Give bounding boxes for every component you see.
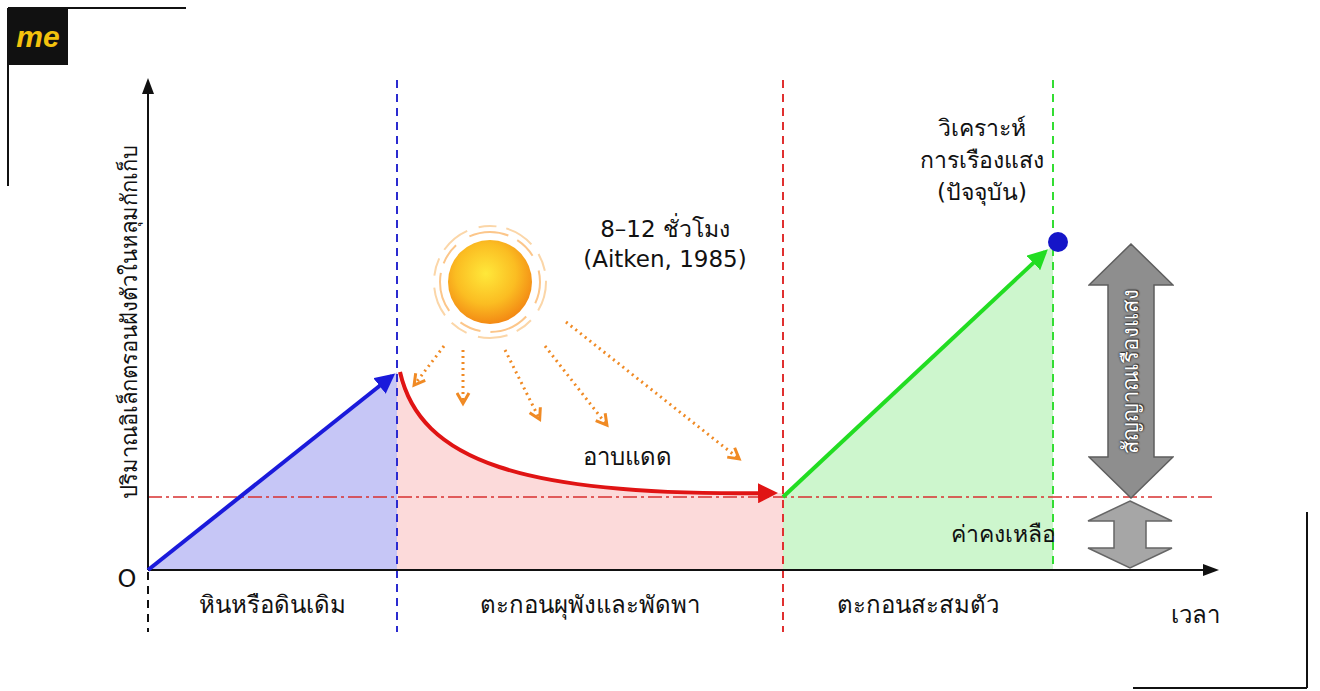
sunlight-arrow [415,322,738,458]
measurement-dot [1048,232,1068,252]
measurement-note: วิเคราะห์ การเรืองแสง (ปัจจุบัน) [862,112,1102,209]
stage-label: ตะกอนสะสมตัว [837,590,999,621]
stage-label: หินหรือดินเดิม [199,590,346,621]
transport-region [397,372,783,570]
logo-text: me [16,19,59,55]
origin-label: O [118,564,137,595]
rock-region [148,372,397,570]
accumulation-arrow [148,376,392,570]
stage-label: ตะกอนผุพังและพัดพา [480,590,700,621]
boundary-line [396,80,398,632]
sun [434,226,546,338]
residual-arrow [1088,501,1172,568]
frame-corner [8,8,1307,688]
boundary-line [1052,80,1054,570]
double-arrow-outline [1089,244,1173,498]
boundary-line [147,572,149,632]
axis-title: เวลา [1171,600,1220,631]
duration-note: 8–12 ชั่วโมง (Aitken, 1985) [572,215,759,275]
burial-arrow [783,252,1045,497]
axis [142,78,1219,576]
process-label: อาบแดด [583,442,672,473]
bleaching-curve [400,372,774,493]
axis-title: ปริมาณอิเล็กตรอนฝังตัวในหลุมกักเก็บ [116,145,145,499]
boundary-line [782,80,784,632]
signal-label: สัญญาณเรืองแสง [1118,288,1144,453]
residual-line [148,496,1215,498]
signal-arrow: สัญญาณเรืองแสง [1088,243,1174,499]
logo-box: me [8,8,68,65]
residual-label: ค่าคงเหลือ [951,520,1056,550]
